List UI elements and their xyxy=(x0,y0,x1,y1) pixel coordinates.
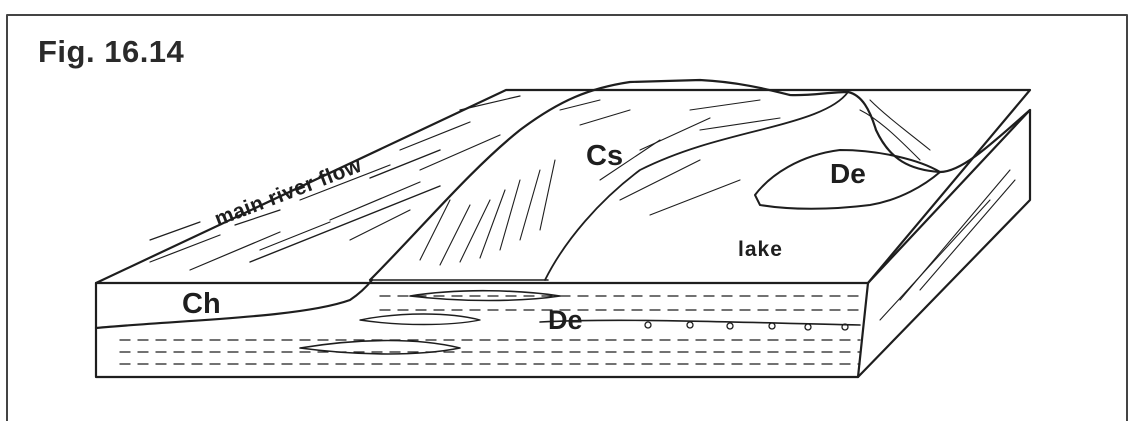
label-cs: Cs xyxy=(586,140,623,173)
front-face-dashes xyxy=(120,296,860,364)
figure-title: Fig. 16.14 xyxy=(38,34,184,70)
label-lake: lake xyxy=(738,238,783,262)
figure-border xyxy=(7,15,1127,421)
label-ch: Ch xyxy=(182,288,221,321)
sand-lens-3 xyxy=(360,314,480,325)
crevasse-splay-edge xyxy=(545,92,848,280)
label-de-upper: De xyxy=(830,158,866,190)
pebble-row xyxy=(645,322,848,330)
river-flow-underline-short xyxy=(370,150,440,178)
channel-base xyxy=(96,280,372,328)
label-de-lower: De xyxy=(548,305,583,336)
block-top-surface xyxy=(96,90,1030,283)
sand-lens-1 xyxy=(410,291,560,301)
block-side-face xyxy=(858,110,1030,377)
delta-lens-front xyxy=(540,320,860,325)
